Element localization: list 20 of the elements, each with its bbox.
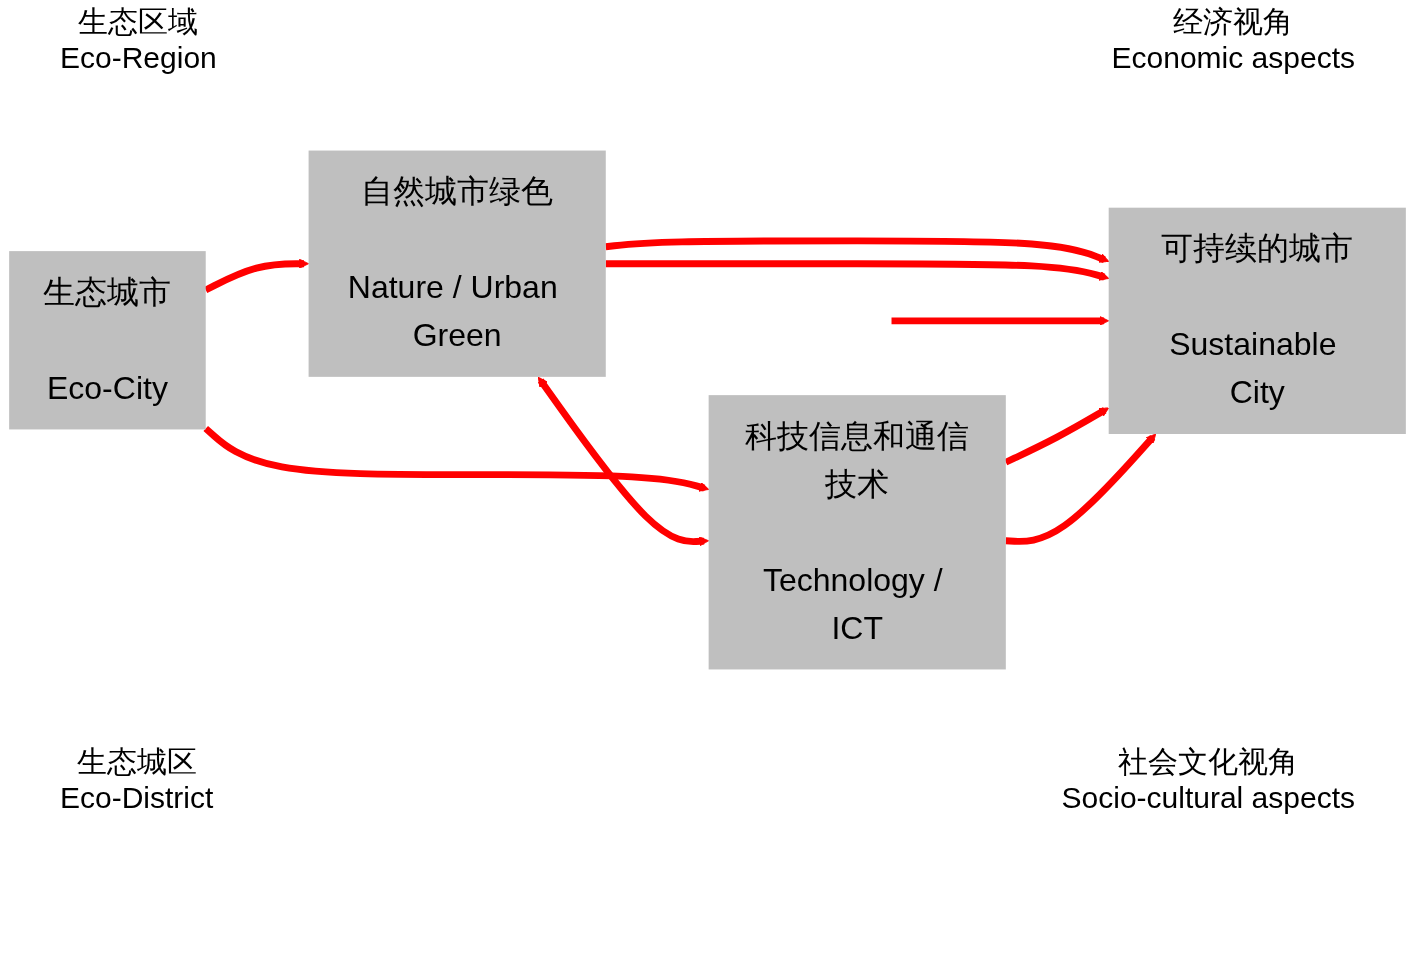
side-label: 生态区域: [77, 4, 200, 40]
arrow: [204, 258, 310, 294]
node-box: 自然城市绿色 Nature / Urban Green: [308, 150, 606, 377]
arrow: [537, 376, 710, 547]
node-box: 生态城市 Eco-City: [9, 251, 206, 430]
node-box: 可持续的城市 Sustainable City: [1108, 207, 1406, 434]
arrow: [891, 315, 1110, 326]
arrow: [605, 237, 1110, 263]
side-label: Socio-cultural aspects: [1061, 780, 1355, 816]
node-box: 科技信息和通信技术 Technology / ICT: [708, 395, 1006, 670]
arrow: [1004, 407, 1110, 466]
side-label: Eco-District: [60, 780, 214, 816]
side-label: Eco-Region: [60, 40, 217, 76]
arrow: [203, 425, 710, 492]
side-label: Economic aspects: [1111, 40, 1355, 76]
arrow: [1005, 433, 1157, 545]
side-label: 经济视角: [1172, 4, 1295, 40]
arrow: [605, 260, 1110, 281]
side-label: 生态城区: [75, 744, 198, 780]
side-label: 社会文化视角: [1117, 744, 1300, 780]
